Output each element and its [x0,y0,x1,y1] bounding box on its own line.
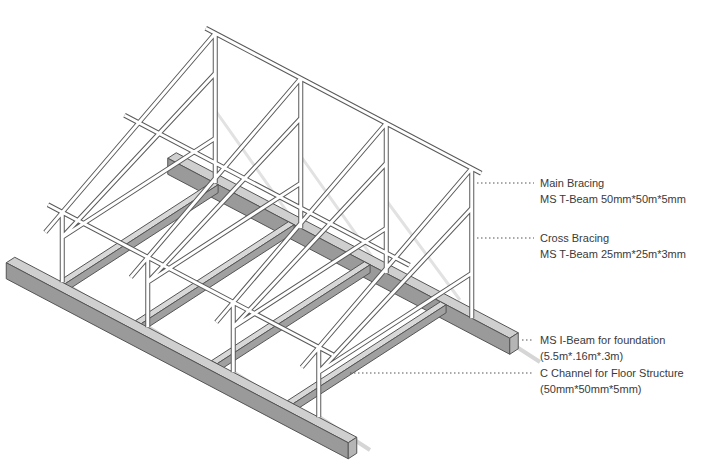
steel-members [45,28,481,417]
callout-label: MS T-Beam 50mm*50m*5mm [540,192,686,206]
member-fill [45,28,481,417]
front-i-beam [6,257,357,459]
callout-label: Cross Bracing [540,231,609,245]
member-outline [45,28,481,417]
callout-label: MS I-Beam for foundation [540,333,665,347]
callout-label: (50mm*50mm*5mm) [540,382,641,396]
callout-label: C Channel for Floor Structure [540,366,684,380]
leader-lines [350,183,534,373]
callout-label: Main Bracing [540,176,604,190]
callout-label: (5.5m*.16m*.3m) [540,349,623,363]
callout-label: MS T-Beam 25mm*25m*3mm [540,247,686,261]
